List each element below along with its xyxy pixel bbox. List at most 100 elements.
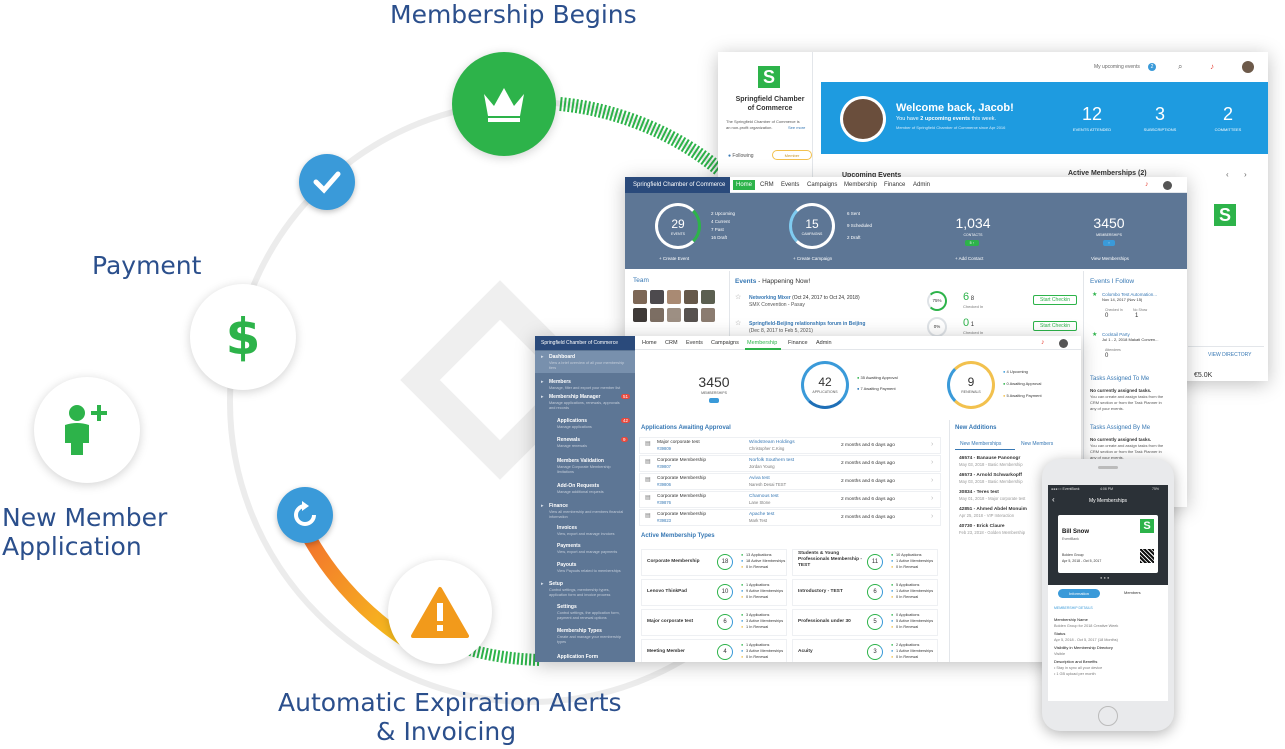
next-arrow-icon[interactable]: › bbox=[1244, 170, 1247, 179]
create-campaign-link[interactable]: + Create Campaign bbox=[793, 256, 833, 261]
nav-crm[interactable]: CRM bbox=[760, 182, 774, 188]
event-title[interactable]: Networking Mixer (Oct 24, 2017 to Oct 24… bbox=[749, 295, 860, 301]
addition-title[interactable]: 40730 - Erick Claure bbox=[959, 524, 1005, 529]
sidebar-item-label[interactable]: Invoices bbox=[557, 525, 578, 531]
see-more-link[interactable]: See more bbox=[788, 125, 806, 130]
star-icon[interactable]: ☆ bbox=[735, 320, 742, 327]
user-avatar[interactable] bbox=[1059, 339, 1068, 348]
table-row[interactable] bbox=[639, 509, 941, 526]
nav-events[interactable]: Events bbox=[781, 182, 800, 188]
view-directory-link[interactable]: VIEW DIRECTORY bbox=[1208, 352, 1252, 358]
nav-campaigns[interactable]: Campaigns bbox=[711, 340, 739, 346]
member-pill[interactable]: Member bbox=[772, 150, 812, 160]
user-avatar[interactable] bbox=[1242, 61, 1254, 73]
app-org[interactable]: Aviva test bbox=[749, 476, 770, 481]
sidebar-item-label[interactable]: Membership Types bbox=[557, 628, 602, 634]
sidebar-item-label[interactable]: Membership Manager bbox=[549, 394, 601, 400]
team-avatar[interactable] bbox=[701, 308, 715, 322]
membership-type-card[interactable] bbox=[792, 579, 938, 606]
nav-finance[interactable]: Finance bbox=[884, 182, 906, 188]
nav-membership[interactable]: Membership bbox=[844, 182, 878, 188]
membership-type-card[interactable] bbox=[792, 639, 938, 662]
sidebar-item-label[interactable]: Members bbox=[549, 379, 571, 385]
team-avatar[interactable] bbox=[684, 290, 698, 304]
follow-title[interactable]: Cocktail Party bbox=[1102, 332, 1130, 337]
addition-title[interactable]: 42851 - Ahmed Abdel Monuim bbox=[959, 507, 1027, 512]
sidebar-item-label[interactable]: Payouts bbox=[557, 562, 577, 568]
sidebar-item-label[interactable]: Add-On Requests bbox=[557, 483, 600, 489]
sidebar-item-label[interactable]: Payments bbox=[557, 543, 581, 549]
start-checkin-button[interactable]: Start Checkin bbox=[1033, 295, 1077, 305]
sidebar-item-label[interactable]: Finance bbox=[549, 503, 568, 509]
bell-icon[interactable]: ♪ bbox=[1041, 339, 1045, 346]
app-id[interactable]: #39806 bbox=[657, 482, 671, 487]
chevron-right-icon[interactable]: › bbox=[931, 513, 934, 520]
bell-icon[interactable]: ♪ bbox=[1210, 62, 1214, 71]
team-avatar[interactable] bbox=[633, 308, 647, 322]
search-icon[interactable]: ⌕ bbox=[1178, 62, 1183, 71]
tab-new-members[interactable]: New Members bbox=[1021, 441, 1054, 447]
team-avatar[interactable] bbox=[667, 308, 681, 322]
sidebar-item-label[interactable]: Setup bbox=[549, 581, 563, 587]
membership-type-card[interactable] bbox=[641, 579, 787, 606]
membership-type-card[interactable] bbox=[641, 609, 787, 636]
chevron-right-icon[interactable]: › bbox=[931, 477, 934, 484]
membership-type-card[interactable] bbox=[641, 549, 787, 576]
addition-title[interactable]: 46574 - Banause Panonogr bbox=[959, 456, 1021, 461]
sidebar-item-label[interactable]: Settings bbox=[557, 604, 577, 610]
nav-crm[interactable]: CRM bbox=[665, 340, 678, 346]
addition-title[interactable]: 46573 - Arnold Schwarkopff bbox=[959, 473, 1022, 478]
app-id[interactable]: #39807 bbox=[657, 464, 671, 469]
table-row[interactable] bbox=[639, 437, 941, 454]
membership-type-card[interactable] bbox=[641, 639, 787, 662]
team-avatar[interactable] bbox=[684, 308, 698, 322]
nav-campaigns[interactable]: Campaigns bbox=[807, 182, 838, 188]
nav-finance[interactable]: Finance bbox=[788, 340, 808, 346]
membership-type-card[interactable] bbox=[792, 549, 938, 576]
nav-admin[interactable]: Admin bbox=[913, 182, 931, 188]
team-avatar[interactable] bbox=[650, 290, 664, 304]
add-contact-link[interactable]: + Add Contact bbox=[955, 256, 984, 261]
table-row[interactable] bbox=[639, 473, 941, 490]
view-memberships-link[interactable]: View Memberships bbox=[1091, 256, 1129, 261]
sidebar-item-label[interactable]: Dashboard bbox=[549, 354, 576, 360]
app-id[interactable]: #39809 bbox=[657, 446, 671, 451]
team-avatar[interactable] bbox=[667, 290, 681, 304]
team-avatar[interactable] bbox=[701, 290, 715, 304]
prev-arrow-icon[interactable]: ‹ bbox=[1226, 170, 1229, 179]
sidebar-item-label[interactable]: Renewals bbox=[557, 437, 581, 443]
bell-icon[interactable]: ♪ bbox=[1145, 181, 1149, 188]
chevron-right-icon[interactable]: › bbox=[931, 441, 934, 448]
star-filled-icon[interactable]: ★ bbox=[1092, 292, 1098, 298]
app-org[interactable]: Chamous test bbox=[749, 494, 779, 499]
team-avatar[interactable] bbox=[650, 308, 664, 322]
event-title[interactable]: Springfield-Beijing relationships forum … bbox=[749, 321, 866, 327]
tab-information[interactable]: Information bbox=[1058, 589, 1100, 598]
following-toggle[interactable]: ● Following bbox=[728, 153, 754, 159]
upcoming-events-link[interactable]: My upcoming events bbox=[1094, 64, 1140, 70]
chevron-right-icon[interactable]: › bbox=[931, 459, 934, 466]
nav-home[interactable]: Home bbox=[642, 340, 657, 346]
user-avatar[interactable] bbox=[1163, 181, 1172, 190]
nav-events[interactable]: Events bbox=[686, 340, 703, 346]
team-avatar[interactable] bbox=[633, 290, 647, 304]
table-row[interactable] bbox=[639, 455, 941, 472]
phone-home-button[interactable] bbox=[1098, 706, 1118, 726]
app-id[interactable]: #39876 bbox=[657, 500, 671, 505]
back-arrow-icon[interactable]: ‹ bbox=[1052, 495, 1055, 504]
sidebar-item-label[interactable]: Application Form bbox=[557, 654, 599, 660]
membership-type-card[interactable] bbox=[792, 609, 938, 636]
table-row[interactable] bbox=[639, 491, 941, 508]
nav-membership[interactable]: Membership bbox=[747, 340, 778, 346]
app-org[interactable]: Apache test bbox=[749, 512, 775, 517]
tab-new-memberships[interactable]: New Memberships bbox=[960, 441, 1002, 447]
nav-admin[interactable]: Admin bbox=[816, 340, 832, 346]
start-checkin-button[interactable]: Start Checkin bbox=[1033, 321, 1077, 331]
app-id[interactable]: #39823 bbox=[657, 518, 671, 523]
star-icon[interactable]: ☆ bbox=[735, 294, 742, 301]
create-event-link[interactable]: + Create Event bbox=[659, 256, 690, 261]
nav-home[interactable]: Home bbox=[736, 182, 753, 188]
app-org[interactable]: Norfolk Southern test bbox=[749, 458, 795, 463]
addition-title[interactable]: 30834 - Teres test bbox=[959, 490, 999, 495]
chevron-right-icon[interactable]: › bbox=[931, 495, 934, 502]
